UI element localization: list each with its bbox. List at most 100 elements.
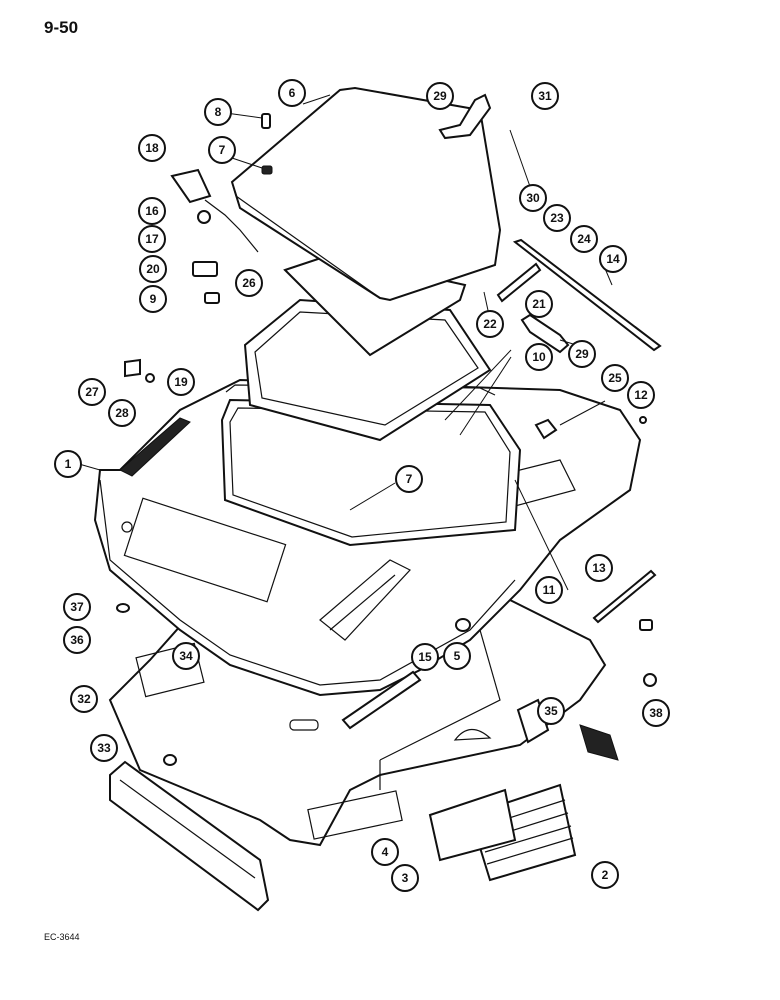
callout-circle bbox=[395, 465, 423, 493]
callout-circle bbox=[391, 864, 419, 892]
callout-20: 20 bbox=[139, 255, 167, 283]
rear-opening bbox=[307, 790, 403, 840]
callout-label: 24 bbox=[577, 232, 591, 246]
callout-38: 38 bbox=[642, 699, 670, 727]
callout-circle bbox=[138, 197, 166, 225]
callout-label: 20 bbox=[146, 262, 160, 276]
callout-32: 32 bbox=[70, 685, 98, 713]
callout-circle bbox=[70, 685, 98, 713]
callout-label: 18 bbox=[145, 141, 159, 155]
callout-5: 5 bbox=[443, 642, 471, 670]
callout-label: 28 bbox=[115, 406, 129, 420]
callout-circle bbox=[535, 576, 563, 604]
callout-1: 1 bbox=[54, 450, 82, 478]
callout-11: 11 bbox=[535, 576, 563, 604]
callout-label: 29 bbox=[433, 89, 447, 103]
handle-upper bbox=[438, 93, 492, 140]
rod-13 bbox=[592, 569, 657, 624]
callout-label: 36 bbox=[70, 633, 84, 647]
callout-17: 17 bbox=[138, 225, 166, 253]
callout-circle bbox=[139, 285, 167, 313]
callout-label: 16 bbox=[145, 204, 159, 218]
callout-label: 35 bbox=[544, 704, 558, 718]
callout-circle bbox=[519, 184, 547, 212]
callout-label: 2 bbox=[602, 868, 609, 882]
latch-18 bbox=[170, 168, 212, 204]
callout-29: 29 bbox=[568, 340, 596, 368]
callout-circle bbox=[591, 861, 619, 889]
callout-33: 33 bbox=[90, 734, 118, 762]
callout-label: 26 bbox=[242, 276, 256, 290]
callout-circle bbox=[204, 98, 232, 126]
callout-28: 28 bbox=[108, 399, 136, 427]
callout-label: 31 bbox=[538, 89, 552, 103]
callout-circle bbox=[426, 82, 454, 110]
callout-circle bbox=[443, 642, 471, 670]
callout-26: 26 bbox=[235, 269, 263, 297]
callout-34: 34 bbox=[172, 642, 200, 670]
hatch-lid bbox=[230, 86, 502, 302]
callout-circle bbox=[543, 204, 571, 232]
callout-label: 19 bbox=[174, 375, 188, 389]
callout-label: 12 bbox=[634, 388, 648, 402]
callout-circle bbox=[172, 642, 200, 670]
callout-label: 37 bbox=[70, 600, 84, 614]
handle-lower bbox=[520, 313, 570, 354]
callout-circle bbox=[531, 82, 559, 110]
strip-15 bbox=[341, 670, 422, 730]
callout-label: 11 bbox=[543, 583, 556, 597]
callout-circle bbox=[63, 593, 91, 621]
callout-label: 7 bbox=[406, 472, 413, 486]
callout-circle bbox=[570, 225, 598, 253]
callout-label: 4 bbox=[382, 845, 389, 859]
callout-13: 13 bbox=[585, 554, 613, 582]
callout-circle bbox=[642, 699, 670, 727]
callout-label: 22 bbox=[483, 317, 497, 331]
callout-label: 7 bbox=[219, 143, 226, 157]
callout-15: 15 bbox=[411, 643, 439, 671]
strut-14 bbox=[512, 238, 662, 352]
callout-29: 29 bbox=[426, 82, 454, 110]
callout-12: 12 bbox=[627, 381, 655, 409]
callout-label: 10 bbox=[532, 350, 546, 364]
callout-label: 6 bbox=[289, 86, 296, 100]
callout-21: 21 bbox=[525, 290, 553, 318]
hatch-frame bbox=[220, 398, 522, 547]
callout-circle bbox=[371, 838, 399, 866]
front-vent-slot bbox=[119, 417, 191, 477]
dome-light-opening bbox=[135, 642, 205, 698]
callout-31: 31 bbox=[531, 82, 559, 110]
drawing-code: EC-3644 bbox=[44, 932, 80, 942]
callout-circle bbox=[525, 290, 553, 318]
callout-30: 30 bbox=[519, 184, 547, 212]
callout-16: 16 bbox=[138, 197, 166, 225]
callout-label: 8 bbox=[215, 105, 222, 119]
callout-circle bbox=[138, 134, 166, 162]
callout-label: 29 bbox=[575, 347, 589, 361]
callout-25: 25 bbox=[601, 364, 629, 392]
gas-strut-21 bbox=[496, 262, 542, 303]
callout-label: 1 bbox=[65, 457, 72, 471]
rear-pocket bbox=[319, 559, 411, 641]
callout-27: 27 bbox=[78, 378, 106, 406]
callout-19: 19 bbox=[167, 368, 195, 396]
callout-circle bbox=[108, 399, 136, 427]
callout-label: 5 bbox=[454, 649, 461, 663]
callout-circle bbox=[139, 255, 167, 283]
callout-6: 6 bbox=[278, 79, 306, 107]
callout-circle bbox=[235, 269, 263, 297]
callout-9: 9 bbox=[139, 285, 167, 313]
callout-circle bbox=[585, 554, 613, 582]
callout-35: 35 bbox=[537, 697, 565, 725]
page-number: 9-50 bbox=[44, 18, 79, 37]
callout-7: 7 bbox=[208, 136, 236, 164]
callout-circle bbox=[525, 343, 553, 371]
callout-4: 4 bbox=[371, 838, 399, 866]
callout-14: 14 bbox=[599, 245, 627, 273]
callout-22: 22 bbox=[476, 310, 504, 338]
callout-8: 8 bbox=[204, 98, 232, 126]
callout-37: 37 bbox=[63, 593, 91, 621]
callout-circle bbox=[599, 245, 627, 273]
callout-circle bbox=[278, 79, 306, 107]
